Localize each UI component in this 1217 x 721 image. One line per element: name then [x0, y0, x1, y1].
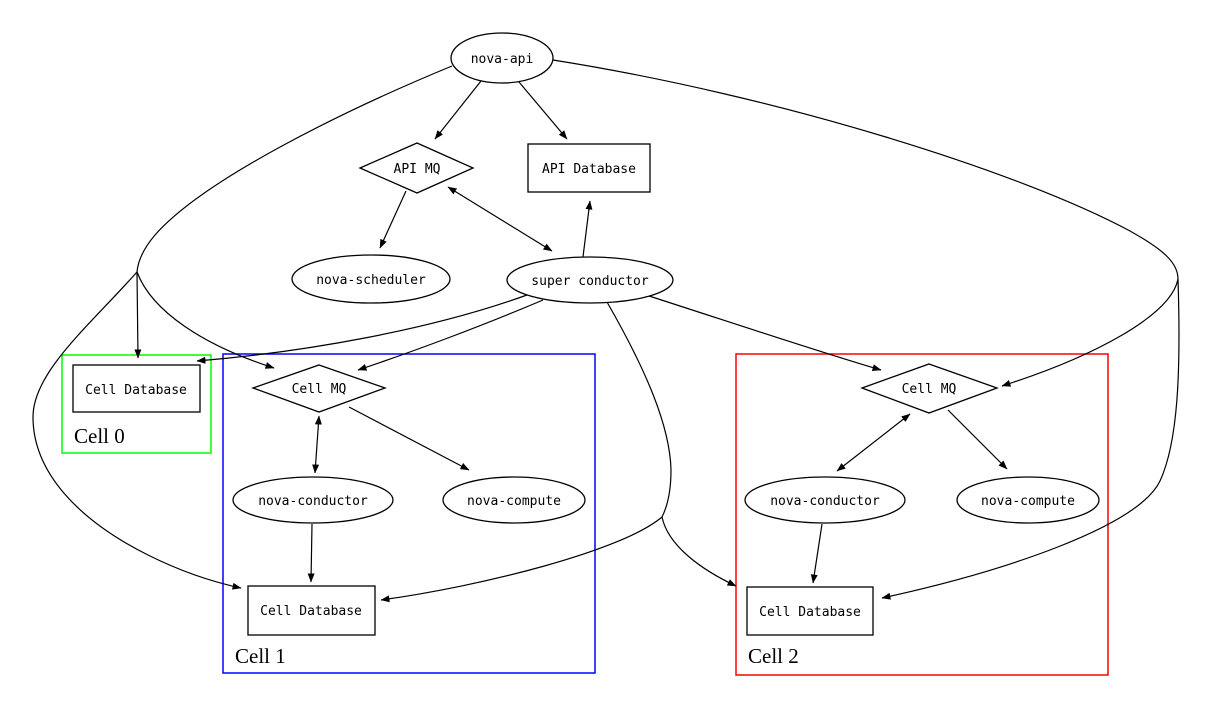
node-cell2-mq: Cell MQ	[860, 363, 999, 414]
cell0-database-label: Cell Database	[85, 383, 187, 398]
cell1-mq-diamond	[251, 364, 387, 413]
cell2-compute-label: nova-compute	[981, 494, 1075, 509]
api-mq-label: API MQ	[394, 162, 441, 177]
cell1-conductor-label: nova-conductor	[258, 494, 368, 509]
cell1-database-label: Cell Database	[260, 604, 362, 619]
node-cell1-compute: nova-compute	[442, 476, 586, 524]
node-api-mq: API MQ	[358, 142, 475, 194]
super-conductor-ellipse	[506, 256, 674, 304]
edge-super-conductor-to-cell0-database	[196, 294, 528, 364]
edge-nova-api-to-cell1-mq	[136, 271, 275, 369]
cell2-mq-label: Cell MQ	[902, 382, 957, 397]
edge-super-conductor-to-cell2-database	[661, 516, 737, 587]
edge-nova-api-to-cell2-mq	[1001, 278, 1179, 387]
api-mq-diamond	[358, 142, 475, 194]
edge-api-mq-super-conductor-bidirectional	[447, 186, 553, 252]
cell0-database-box	[72, 364, 201, 413]
cluster-cell1-border	[222, 353, 596, 674]
cluster-cell1-label: Cell 1	[235, 644, 286, 668]
node-cell0-database: Cell Database	[72, 364, 201, 413]
edge-nova-api-to-api-database	[518, 81, 568, 140]
cell2-compute-ellipse	[956, 476, 1100, 524]
cell2-database-label: Cell Database	[759, 605, 861, 620]
nova-scheduler-label: nova-scheduler	[316, 273, 426, 288]
edge-cell1-mq-conductor-bidirectional	[312, 415, 322, 474]
edge-cell1-conductor-to-database	[307, 523, 315, 583]
node-nova-api: nova-api	[450, 32, 554, 84]
edges	[32, 59, 1180, 603]
cluster-cell1: Cell 1	[222, 353, 596, 674]
node-cell2-conductor: nova-conductor	[744, 476, 906, 524]
nodes: nova-api API MQ API Database nova-schedu…	[72, 32, 1100, 636]
cell2-mq-diamond	[860, 363, 999, 414]
cell1-compute-label: nova-compute	[467, 494, 561, 509]
cell1-mq-label: Cell MQ	[292, 382, 347, 397]
cell2-conductor-ellipse	[744, 476, 906, 524]
nova-scheduler-ellipse	[291, 254, 451, 304]
edge-nova-api-to-cell2-database	[881, 278, 1180, 600]
cell1-conductor-ellipse	[232, 476, 394, 524]
cell2-database-box	[746, 586, 874, 636]
cluster-cell2: Cell 2	[735, 353, 1109, 676]
cell2-conductor-label: nova-conductor	[770, 494, 880, 509]
edge-nova-api-left-trunk	[136, 65, 453, 273]
node-api-database: API Database	[527, 143, 651, 193]
edge-super-conductor-to-api-database	[582, 200, 593, 258]
edge-super-conductor-to-cell1-mq	[357, 299, 544, 371]
edge-api-mq-to-nova-scheduler	[379, 190, 407, 249]
api-database-label: API Database	[542, 162, 636, 177]
edge-super-conductor-to-cell2-mq	[645, 294, 882, 372]
edge-super-conductor-middle-trunk	[606, 301, 672, 518]
nova-api-label: nova-api	[471, 52, 534, 67]
node-cell1-database: Cell Database	[247, 585, 376, 636]
edge-nova-api-to-cell1-database	[32, 271, 242, 590]
api-database-box	[527, 143, 651, 193]
cluster-cell0-label: Cell 0	[74, 424, 125, 448]
edge-nova-api-right-trunk	[552, 59, 1179, 280]
edge-nova-api-to-api-mq	[434, 80, 482, 140]
cluster-cell2-label: Cell 2	[748, 644, 799, 668]
super-conductor-label: super conductor	[531, 274, 649, 289]
node-cell1-mq: Cell MQ	[251, 364, 387, 413]
cell1-compute-ellipse	[442, 476, 586, 524]
cluster-cell2-border	[735, 353, 1109, 676]
edge-cell2-conductor-to-database	[810, 523, 823, 584]
edge-nova-api-to-cell0-database	[134, 271, 142, 359]
nova-api-ellipse	[450, 32, 554, 84]
node-cell1-conductor: nova-conductor	[232, 476, 394, 524]
node-cell2-database: Cell Database	[746, 586, 874, 636]
node-nova-scheduler: nova-scheduler	[291, 254, 451, 304]
cell1-database-box	[247, 585, 376, 636]
node-cell2-compute: nova-compute	[956, 476, 1100, 524]
node-super-conductor: super conductor	[506, 256, 674, 304]
edge-cell2-mq-conductor-bidirectional	[836, 413, 911, 472]
edge-cell1-mq-to-compute	[348, 406, 470, 471]
edge-cell2-mq-to-compute	[947, 409, 1008, 470]
edge-super-conductor-to-cell1-database	[380, 516, 663, 603]
